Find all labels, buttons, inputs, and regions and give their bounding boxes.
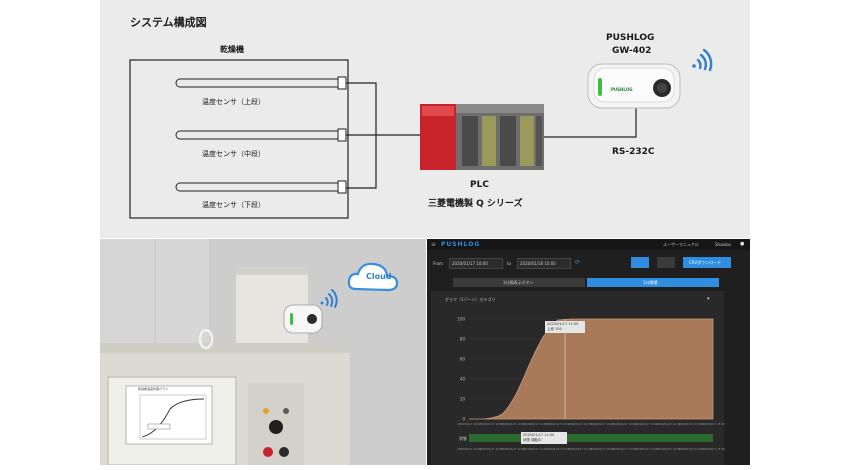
status-tooltip [521, 432, 567, 444]
x-tick-label: 2020/01/17 12:00 [546, 422, 570, 426]
y-tick-label: 20 [460, 397, 466, 402]
device-brand-text: PUSHLOG [611, 87, 633, 92]
sensor-middle-label: 温度センサ（中段） [202, 150, 265, 158]
status-x-tick-label: 2020/01/17 12:00 [546, 447, 570, 451]
x-tick-label: 2020/01/17 10:00 [457, 422, 481, 426]
sensor-upper-probe [175, 76, 347, 90]
sensor-lower-probe [175, 180, 347, 194]
plc-name: PLC [470, 180, 489, 190]
refresh-icon[interactable]: ⟳ [575, 259, 581, 266]
user-manual-link[interactable]: ユーザーマニュアル [663, 242, 699, 247]
status-bar [469, 434, 713, 442]
user-name[interactable]: Shaaloo [715, 242, 731, 247]
sensor-lower-label: 温度センサ（下段） [202, 201, 265, 209]
diagram-wiring [129, 48, 713, 219]
gateway-model: GW-402 [612, 46, 652, 56]
plc-unit [420, 104, 544, 170]
status-tooltip-line1: 2020/01/17 11:00 [523, 433, 555, 437]
chevron-down-icon[interactable]: ▾ [707, 296, 710, 302]
tab-1min[interactable] [587, 278, 719, 287]
sensor-middle-probe [175, 128, 347, 142]
chart-tooltip-line1: 2020/01/17 11:00 [547, 322, 579, 326]
from-input-value: 2020/01/17 10:00 [452, 261, 488, 266]
x-tick-label: 2020/01/17 14:30 [657, 422, 681, 426]
x-tick-label: 2020/01/17 12:30 [568, 422, 592, 426]
rs232c-label: RS-232C [612, 147, 655, 157]
diagram-title: システム構成図 [130, 16, 207, 29]
x-tick-label: 2020/01/17 10:30 [480, 422, 504, 426]
y-tick-label: 80 [460, 337, 466, 342]
user-icon[interactable]: ● [740, 241, 745, 247]
dryer-label: 乾燥機 [220, 45, 244, 54]
y-tick-label: 40 [460, 377, 466, 382]
status-x-tick-label: 2020/01/17 10:00 [457, 447, 481, 451]
temperature-area-series [469, 318, 714, 420]
graph-panel-title: グラフ（1ゾーン）カテゴリ [445, 297, 496, 302]
y-tick-label: 0 [462, 417, 465, 422]
tab-3min-label: 3分間表示ボタン [503, 280, 534, 285]
plc-model: 三菱電機製 Q シリーズ [428, 199, 523, 209]
status-x-tick-label: 2020/01/17 13:30 [613, 447, 637, 451]
dryer-box [129, 59, 349, 219]
gateway-name: PUSHLOG [606, 33, 655, 43]
menu-icon[interactable]: ≡ [431, 241, 437, 248]
x-tick-label: 2020/01/17 15:00 [679, 422, 703, 426]
cloud-label: Cloud [366, 272, 392, 281]
chart-tooltip-line2: 上段 100 [547, 327, 562, 331]
status-x-tick-label: 2020/01/17 14:00 [635, 447, 659, 451]
to-input-value: 2020/01/18 10:00 [520, 261, 556, 266]
status-x-tick-label: 2020/01/17 14:30 [657, 447, 681, 451]
status-x-tick-label: 2020/01/17 13:00 [590, 447, 614, 451]
photo-panel-title: 乾燥機温度管理グラフ [138, 387, 169, 391]
x-tick-label: 2020/01/17 11:30 [524, 422, 548, 426]
app-header [427, 239, 750, 250]
status-x-tick-label: 2020/01/17 12:30 [568, 447, 592, 451]
x-tick-label: 2020/01/17 13:00 [590, 422, 614, 426]
status-x-tick-label: 2020/01/17 15:00 [679, 447, 703, 451]
csv-download-button[interactable] [683, 257, 731, 268]
photo-illustration [100, 239, 426, 465]
to-label: to [507, 261, 512, 266]
to-input[interactable] [517, 258, 571, 269]
tab-3min[interactable] [453, 278, 585, 287]
sensor-wires [346, 82, 420, 189]
x-tick-label: 2020/01/17 11:00 [502, 422, 526, 426]
installation-photo: Cloud 乾燥機温度管理グラフ [100, 239, 426, 465]
from-label: From [433, 261, 443, 266]
y-tick-label: 100 [457, 317, 465, 322]
pushlog-app-screen: ≡ PUSHLOG ユーザーマニュアル Shaaloo ● From 2020/… [427, 239, 750, 465]
status-label: 状態 [459, 436, 467, 441]
status-x-tick-label: 2020/01/17 11:00 [502, 447, 526, 451]
chart-tooltip [545, 321, 585, 333]
y-tick-label: 60 [460, 357, 466, 362]
tab-1min-label: 1分間値 [643, 280, 658, 285]
csv-download-label: CSVダウンロード [689, 260, 722, 265]
wifi-icon [692, 48, 713, 72]
rs232c-cable [544, 108, 637, 138]
x-tick-label: 2020/01/17 15:30 [701, 422, 725, 426]
status-x-tick-label: 2020/01/17 15:30 [701, 447, 725, 451]
app-brand: PUSHLOG [441, 241, 481, 248]
status-tooltip-line2: 状態 運転中 [523, 438, 542, 442]
gateway-device [587, 63, 681, 109]
table-view-button[interactable] [657, 257, 675, 268]
x-tick-label: 2020/01/17 13:30 [613, 422, 637, 426]
status-x-tick-label: 2020/01/17 10:30 [480, 447, 504, 451]
x-tick-label: 2020/01/17 14:00 [635, 422, 659, 426]
from-input[interactable] [449, 258, 503, 269]
status-x-tick-label: 2020/01/17 11:30 [524, 447, 548, 451]
chart-view-button[interactable] [631, 257, 649, 268]
sensor-upper-label: 温度センサ（上段） [202, 98, 265, 106]
